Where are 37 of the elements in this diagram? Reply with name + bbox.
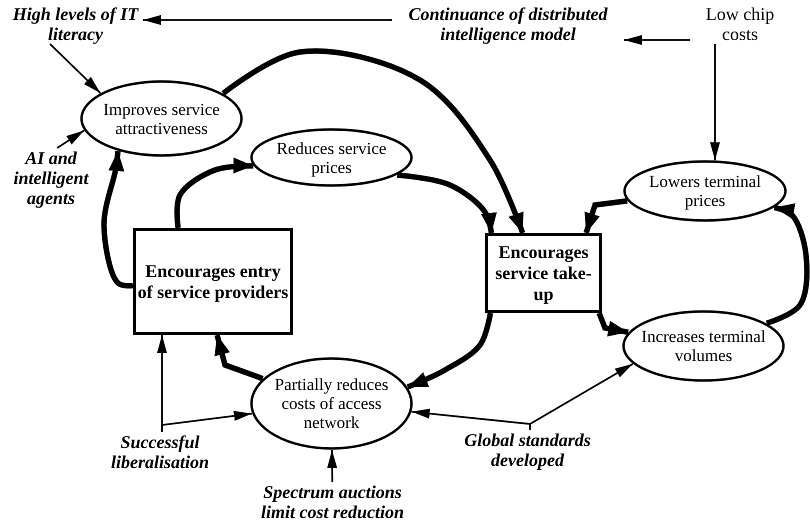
arrow [406,312,494,390]
node-text: Increases terminal volumes [640,327,767,365]
node-text: Improves service attractiveness [102,100,221,138]
arrow [143,15,392,25]
factor-text: Low chip costs [690,4,790,44]
arrow [174,158,254,228]
node-text: Lowers terminal prices [648,172,762,210]
arrow [214,334,264,382]
effect-ellipse [80,80,243,157]
factor-text: Global standards developed [450,430,605,470]
effect-ellipse [622,310,785,382]
arrow [624,35,690,45]
arrow [396,172,497,234]
arrow [584,198,628,234]
effect-ellipse [623,160,787,222]
arrow [529,363,634,430]
process-box [485,233,602,313]
factor-text: AI and intelligent agents [4,148,98,208]
node-text: Partially reduces costs of access network [274,375,390,432]
node-text: Reduces service prices [276,138,388,176]
factor-text: Successful liberalisation [100,432,220,472]
effect-ellipse [250,128,413,187]
arrow [161,410,252,432]
node-text: Encourages service take-up [494,242,593,304]
arrow [327,450,338,482]
factor-text: Spectrum auctions limit cost reduction [245,482,420,522]
factor-text: Continuance of distributed intelligence model [392,4,624,44]
arrow [710,44,720,160]
arrow [766,203,810,326]
node-text: Encourages entry of service providers [136,260,290,302]
arrow [56,130,85,149]
arrow [222,48,526,234]
factor-text: High levels of IT literacy [8,4,143,44]
effect-ellipse [250,357,413,450]
process-box [133,228,293,335]
arrow [49,43,101,94]
arrow [596,312,629,336]
